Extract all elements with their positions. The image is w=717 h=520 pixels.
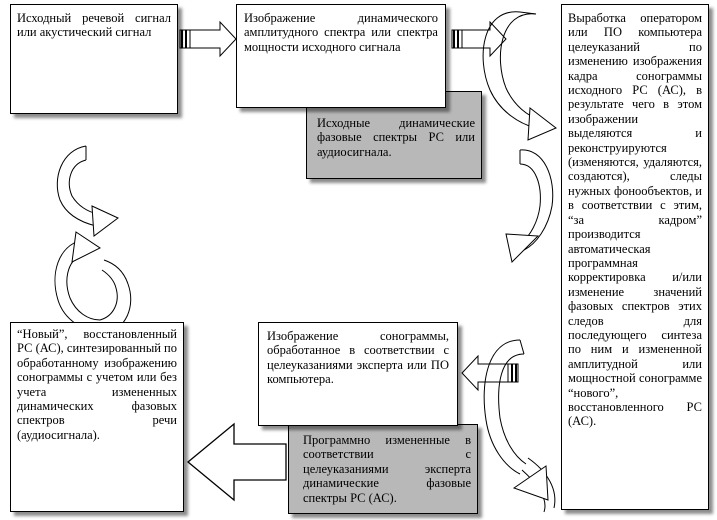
block-arrow-left-icon (186, 422, 287, 502)
source-signal-box: Исходный речевой сигнал или акустический… (10, 4, 178, 114)
processed-sonogram-text: Изображение сонограммы, обработанное в с… (267, 329, 449, 387)
striped-arrow-right-icon (451, 20, 507, 58)
source-signal-text: Исходный речевой сигнал или акустический… (17, 11, 171, 40)
new-signal-text: “Новый”, восстановленный РС (АС), синтез… (17, 327, 177, 442)
cycle-arrows-icon (483, 339, 556, 513)
amplitude-spectrum-text: Изображение динамического амплитудного с… (244, 11, 438, 54)
cycle-arrows-icon (56, 145, 119, 237)
modified-phase-spectra-text: Программно измененные в соответствии с ц… (303, 433, 471, 505)
amplitude-spectrum-box: Изображение динамического амплитудного с… (236, 4, 446, 108)
new-signal-box: “Новый”, восстановленный РС (АС), синтез… (10, 322, 184, 512)
cycle-arrows-icon (54, 231, 132, 335)
operator-instructions-box: Выработка оператором или ПО компьютера ц… (561, 4, 709, 510)
striped-arrow-right-icon (179, 20, 237, 58)
phase-spectra-text: Исходные динамические фазовые спектры РС… (317, 116, 475, 159)
striped-arrow-right-icon (461, 354, 519, 392)
modified-phase-spectra-box: Программно измененные в соответствии с ц… (288, 424, 478, 514)
cycle-arrows-icon (482, 11, 557, 264)
operator-instructions-text: Выработка оператором или ПО компьютера ц… (568, 11, 702, 429)
processed-sonogram-box: Изображение сонограммы, обработанное в с… (258, 322, 458, 426)
